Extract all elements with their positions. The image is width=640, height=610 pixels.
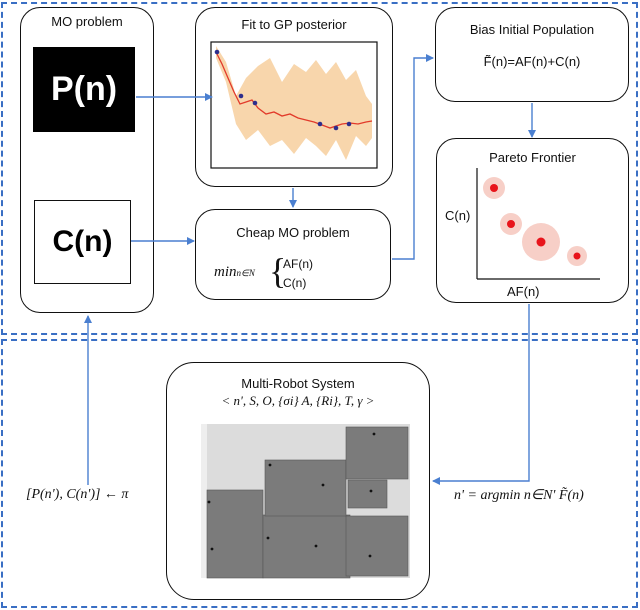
robot-marker (369, 489, 373, 493)
c-n-block: C(n) (34, 200, 131, 284)
mrs-tuple: < n', S, O, {σi} A, {Ri}, T, γ > (221, 393, 375, 408)
left-update-label: [P(n'), C(n')] ← π (26, 487, 129, 502)
min-sub: n∈N (236, 268, 255, 278)
map-room (206, 489, 264, 579)
bias-population-box: Bias Initial Population F̃(n)=AF(n)+C(n) (435, 7, 629, 102)
robot-marker (266, 536, 270, 540)
map-walls (206, 426, 409, 579)
map-room (347, 479, 388, 509)
cheap-mo-c: C(n) (283, 276, 307, 290)
cheap-mo-af: AF(n) (283, 257, 313, 271)
gp-mean-line (215, 51, 373, 129)
cheap-mo-brace: { (269, 251, 287, 291)
robot-marker (372, 432, 376, 436)
lower-dashed-region (1, 339, 638, 608)
map-room (262, 514, 351, 579)
pareto-point (507, 220, 515, 228)
bias-population-title: Bias Initial Population (469, 22, 595, 37)
flow-arrows (84, 54, 536, 485)
pareto-points (483, 177, 587, 266)
cheap-mo-box: Cheap MO problem (195, 209, 391, 300)
gp-fit-title: Fit to GP posterior (241, 17, 347, 32)
cheap-mo-min: minn∈N (214, 264, 255, 281)
p-n-label: P(n) (50, 70, 118, 108)
pareto-point (536, 237, 546, 247)
robot-map (201, 424, 410, 579)
robot-marker (314, 544, 318, 548)
gp-observation-point (238, 93, 244, 99)
robot-marker (268, 463, 272, 467)
pareto-axes (476, 168, 600, 280)
robot-marker (368, 554, 372, 558)
gp-observation-point (252, 100, 258, 106)
map-room (345, 515, 409, 577)
bias-population-formula: F̃(n)=AF(n)+C(n) (483, 54, 581, 69)
pareto-xlabel: AF(n) (507, 284, 540, 299)
gp-observation-point (346, 121, 352, 127)
pareto-ylabel: C(n) (445, 208, 471, 223)
right-selection-label: n' = argmin n∈N' F̃(n) (454, 488, 584, 503)
gp-uncertainty-band (216, 46, 372, 160)
robot-marker (210, 547, 214, 551)
arrow-pareto-to-mrs (432, 304, 530, 485)
gp-observation-point (214, 49, 220, 55)
map-room (264, 459, 347, 517)
gp-observations (214, 49, 352, 131)
p-n-block: P(n) (33, 47, 135, 132)
gp-observation-point (333, 125, 339, 131)
gp-observation-point (317, 121, 323, 127)
pareto-title: Pareto Frontier (489, 150, 576, 165)
robot-marker (321, 483, 325, 487)
map-robots (207, 432, 376, 558)
mo-problem-title: MO problem (51, 14, 123, 29)
min-text: min (214, 264, 237, 280)
cheap-mo-title: Cheap MO problem (236, 225, 350, 240)
mrs-title: Multi-Robot System (241, 376, 355, 391)
map-edge-shade (201, 424, 207, 578)
robot-marker (207, 500, 211, 504)
pareto-box: Pareto Frontier (436, 138, 629, 303)
upper-dashed-region (1, 2, 638, 335)
map-room (345, 426, 409, 480)
c-n-label: C(n) (52, 225, 113, 258)
arrow-cheap-to-bias (392, 54, 434, 260)
pareto-point (490, 184, 498, 192)
pareto-point (573, 252, 581, 260)
